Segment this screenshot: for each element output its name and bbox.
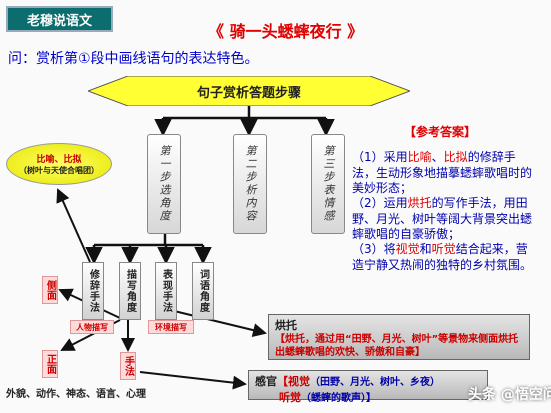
side-box: 侧面 bbox=[42, 276, 58, 304]
answer-1-d: 比拟 bbox=[443, 150, 468, 164]
senses-hearing-items: （蟋蟀的歌声）】 bbox=[301, 393, 376, 404]
step-3-text: 表情感 bbox=[322, 184, 335, 223]
answer-point-2: （2）运用烘托的写作手法，用田野、月光、树叶等阔大背景突出蟋蟀歌唱的自豪骄傲； bbox=[352, 196, 538, 243]
column-tag: 老穆说语文 bbox=[6, 6, 113, 32]
answer-3-b: 视觉 bbox=[395, 242, 420, 256]
watermark: 头条 @悟空问答 bbox=[468, 387, 551, 403]
answer-1-c: 、 bbox=[431, 150, 444, 164]
steps-banner-label: 句子赏析答题步骤 bbox=[196, 85, 301, 101]
steps-banner bbox=[88, 76, 410, 106]
answer-2-b: 烘托 bbox=[407, 196, 432, 210]
environment-description: 环境描写 bbox=[148, 320, 194, 334]
step-3-label: 第三步 bbox=[322, 145, 335, 184]
answer-1-a: （1）采用 bbox=[352, 150, 408, 164]
senses-hearing: 听觉 bbox=[279, 391, 301, 404]
ellipse-title: 比喻、比拟 bbox=[36, 155, 82, 165]
step-2-text: 析内容 bbox=[244, 184, 257, 223]
answer-2-c: 的写作手法，用田野、月光、树叶等阔大背景突出蟋蟀歌唱的自豪骄傲； bbox=[352, 196, 533, 241]
angle-performance: 表现手法 bbox=[155, 262, 177, 320]
answer-title: 【参考答案】 bbox=[404, 125, 477, 139]
senses-vision: 【视觉 bbox=[277, 375, 310, 388]
step-1-text: 选角度 bbox=[158, 184, 171, 223]
senses-box: 感官【视觉（田野、月光、树叶、乡夜） 听觉（蟋蟀的歌声）】 bbox=[248, 370, 488, 404]
angle-depiction: 描写角度 bbox=[119, 262, 141, 320]
answer-2-a: （2）运用 bbox=[352, 196, 408, 210]
answer-point-1: （1）采用比喻、比拟的修辞手法，生动形象地描摹蟋蟀歌唱时的美妙形态； bbox=[352, 150, 538, 197]
hongtuo-box: 烘托 【烘托，通过用“田野、月光、树叶”等景物来侧面烘托出蟋蟀歌唱的欢快、骄傲和… bbox=[268, 314, 530, 360]
question-text: 问：赏析第①段中画线语句的表达特色。 bbox=[8, 51, 259, 67]
angle-rhetoric: 修辞手法 bbox=[82, 262, 104, 320]
answer-3-e: 结合起来，营造宁静又热闹的独特的乡村氛围。 bbox=[352, 242, 533, 272]
answer-1-e: 的修辞手法，生动形象地描摹蟋蟀歌唱时的美妙形态； bbox=[352, 150, 533, 195]
step-1-label: 第一步 bbox=[158, 145, 171, 184]
technique-box: 手法 bbox=[120, 352, 136, 380]
hongtuo-title: 烘托 bbox=[275, 319, 297, 332]
step-3: 第三步 表情感 bbox=[311, 134, 345, 234]
answer-point-3: （3）将视觉和听觉结合起来，营造宁静又热闹的独特的乡村氛围。 bbox=[352, 242, 538, 273]
answer-3-c: 和 bbox=[419, 242, 432, 256]
rhetoric-ellipse: 比喻、比拟 （树叶与天使合唱团） bbox=[6, 143, 112, 185]
answer-3-a: （3）将 bbox=[352, 242, 396, 256]
senses-label: 感官 bbox=[255, 375, 277, 388]
step-2-label: 第二步 bbox=[244, 145, 257, 184]
angle-wording: 词语角度 bbox=[192, 262, 214, 320]
senses-vision-items: （田野、月光、树叶、乡夜） bbox=[310, 377, 440, 388]
page-title: 《 骑一头蟋蟀夜行 》 bbox=[208, 22, 364, 41]
person-description: 人物描写 bbox=[70, 320, 114, 334]
ellipse-note: （树叶与天使合唱团） bbox=[19, 166, 99, 175]
step-2: 第二步 析内容 bbox=[233, 134, 267, 234]
portrait-details: 外貌、动作、神态、语言、心理 bbox=[6, 389, 146, 400]
front-box: 正面 bbox=[42, 350, 58, 378]
hongtuo-body: 【烘托，通过用“田野、月光、树叶”等景物来侧面烘托出蟋蟀歌唱的欢快、骄傲和自豪】 bbox=[275, 334, 519, 358]
answer-1-b: 比喻 bbox=[407, 150, 432, 164]
step-1: 第一步 选角度 bbox=[147, 134, 181, 234]
answer-3-d: 听觉 bbox=[431, 242, 456, 256]
